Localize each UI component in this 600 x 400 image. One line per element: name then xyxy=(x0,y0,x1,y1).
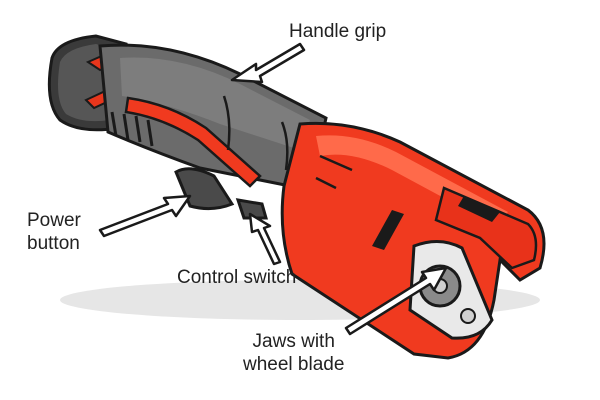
arrow-power-button xyxy=(100,196,190,236)
arrow-handle-grip xyxy=(232,44,304,82)
label-handle-grip: Handle grip xyxy=(289,20,386,43)
label-power-button: Power button xyxy=(27,209,81,255)
arrow-control-switch xyxy=(250,214,280,264)
label-power-button-line-1: Power xyxy=(27,209,81,232)
label-jaws-line-2: wheel blade xyxy=(243,353,344,376)
label-control-switch-text: Control switch xyxy=(177,266,296,289)
label-handle-grip-text: Handle grip xyxy=(289,20,386,43)
label-jaws-wheel-blade: Jaws with wheel blade xyxy=(243,330,344,376)
label-power-button-line-2: button xyxy=(27,232,81,255)
label-jaws-line-1: Jaws with xyxy=(243,330,344,353)
cutter-head xyxy=(282,123,544,358)
label-control-switch: Control switch xyxy=(177,266,296,289)
